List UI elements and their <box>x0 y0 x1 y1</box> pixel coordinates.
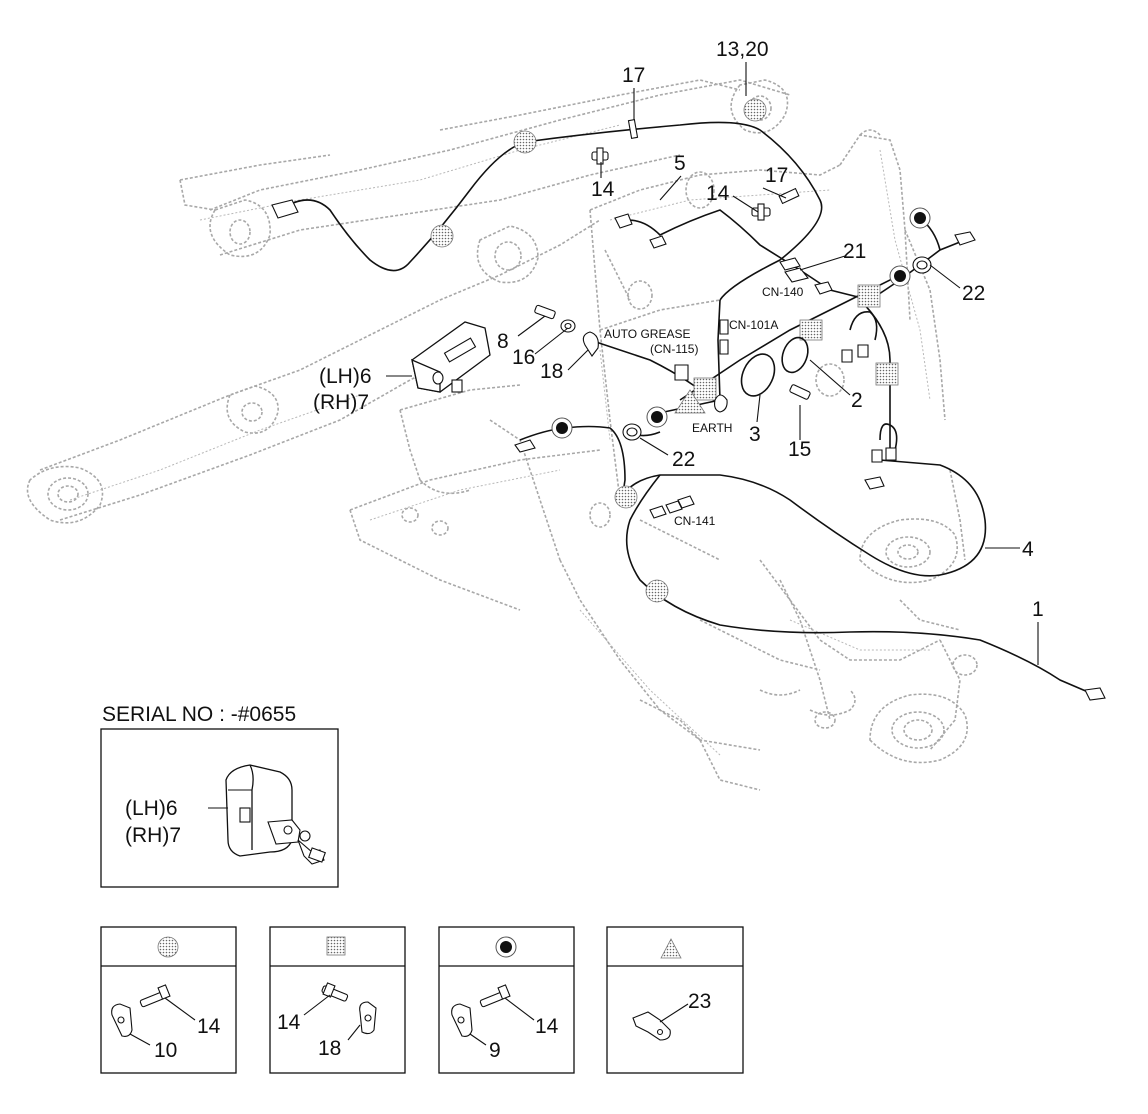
work-light-main <box>411 321 491 393</box>
clamp-18 <box>582 331 599 357</box>
dotted-circle-icon <box>157 936 179 958</box>
connector-cn140: CN-140 <box>762 285 804 299</box>
bracket-21 <box>784 267 809 283</box>
connector-cn115: (CN-115) <box>650 342 698 356</box>
serial-title: SERIAL NO : -#0655 <box>102 703 296 726</box>
callout-8: 8 <box>497 330 509 353</box>
callout-15: 15 <box>788 438 811 461</box>
legend3-part-14: 14 <box>535 1015 559 1038</box>
clamp-17b <box>778 187 800 205</box>
clamp-17a <box>627 118 639 140</box>
connector-cn141: CN-141 <box>674 514 716 528</box>
connector-auto-grease: AUTO GREASE <box>604 327 690 341</box>
machine-frame <box>26 79 978 791</box>
black-dot-circle-icon <box>495 936 517 958</box>
bolt-15 <box>789 384 811 400</box>
legend3-part-9: 9 <box>489 1039 501 1062</box>
callout-rh7: (RH)7 <box>313 391 369 414</box>
callout-3: 3 <box>749 423 761 446</box>
legend: 14 10 14 18 <box>100 926 744 1074</box>
serial-inset: SERIAL NO : -#0655 (LH)6 (RH)7 <box>100 703 339 888</box>
legend2-part-18: 18 <box>318 1037 341 1060</box>
clamp-markers <box>430 98 931 603</box>
connector-cn101a: CN-101A <box>729 318 778 332</box>
legend4-part-23: 23 <box>688 990 711 1013</box>
dotted-square-icon <box>326 936 346 956</box>
bolt-14b <box>751 203 771 221</box>
callout-18: 18 <box>540 360 563 383</box>
leader-lines <box>386 62 1039 665</box>
callout-5: 5 <box>674 152 686 175</box>
callout-16: 16 <box>512 346 535 369</box>
small-parts <box>271 118 1106 701</box>
callout-2: 2 <box>851 389 863 412</box>
connector-earth: EARTH <box>692 421 732 435</box>
legend1-part-10: 10 <box>154 1039 177 1062</box>
legend2-part-14: 14 <box>277 1011 301 1034</box>
serial-lh6: (LH)6 <box>125 797 178 820</box>
legend-box-dotted-triangle: 23 <box>606 926 744 1074</box>
callout-14a: 14 <box>591 178 615 201</box>
legend-box-black-dot: 14 9 <box>438 926 575 1074</box>
bolt-14a <box>591 147 609 165</box>
callout-17b: 17 <box>765 164 788 187</box>
legend1-part-14: 14 <box>197 1015 221 1038</box>
callout-1: 1 <box>1032 598 1044 621</box>
callout-22b: 22 <box>672 448 695 471</box>
dotted-triangle-icon <box>660 938 682 959</box>
callout-21: 21 <box>843 240 866 263</box>
callout-17a: 17 <box>622 64 645 87</box>
serial-lamp <box>225 764 326 865</box>
legend-box-dotted-circle: 14 10 <box>100 926 237 1074</box>
legend-box-dotted-square: 14 18 <box>269 926 406 1074</box>
callout-22a: 22 <box>962 282 985 305</box>
bolt-8 <box>534 304 556 320</box>
callout-14b: 14 <box>706 182 730 205</box>
callout-13-20: 13,20 <box>716 38 769 61</box>
callout-4: 4 <box>1022 538 1034 561</box>
callout-lh6: (LH)6 <box>319 365 372 388</box>
serial-rh7: (RH)7 <box>125 824 181 847</box>
callout-labels: 13,20 17 14 5 14 17 21 22 8 16 18 (LH)6 … <box>313 38 1044 621</box>
